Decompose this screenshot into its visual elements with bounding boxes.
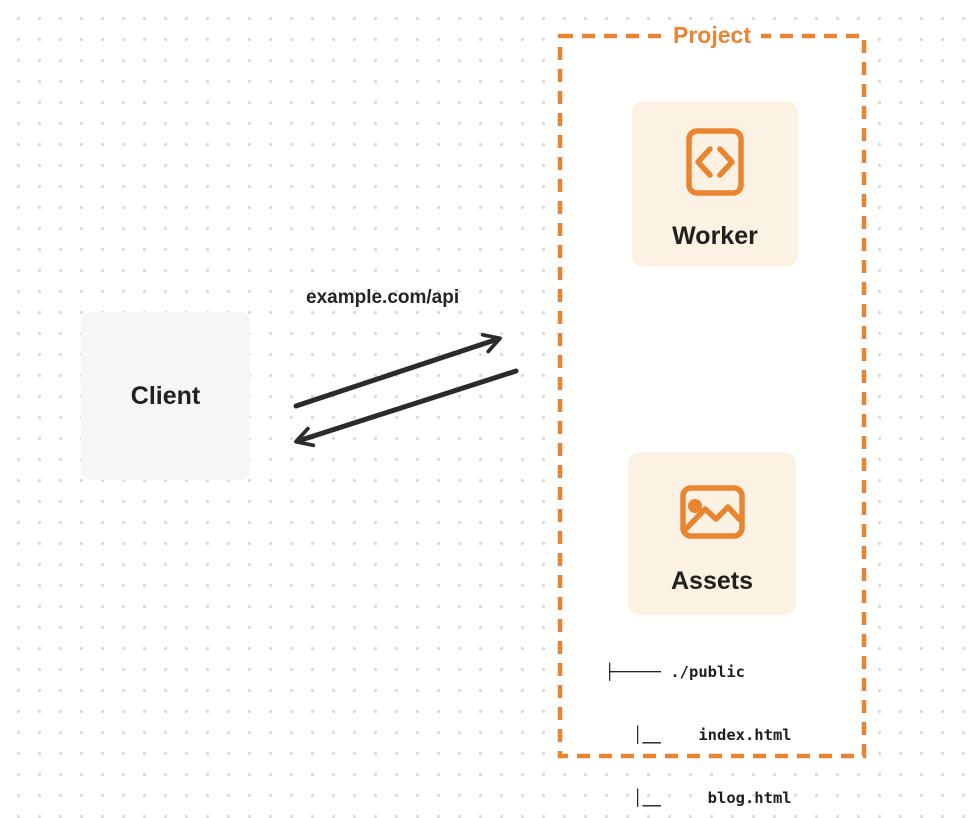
code-document-icon <box>686 128 744 196</box>
request-arrow <box>293 332 502 409</box>
worker-label: Worker <box>672 222 758 250</box>
client-label: Client <box>130 381 201 410</box>
response-arrow <box>294 368 519 448</box>
worker-node: Worker <box>632 101 798 267</box>
project-dashed-border <box>557 33 867 759</box>
file-tree-line-blog: │__ blog.html <box>605 789 792 807</box>
route-label: example.com/api <box>306 287 460 308</box>
project-container: Project Worker Assets ├───── ./public │_… <box>556 20 868 807</box>
file-tree: ├───── ./public │__ index.html │__ blog.… <box>605 620 792 818</box>
assets-label: Assets <box>671 567 753 595</box>
project-title: Project <box>663 20 761 50</box>
assets-node: Assets <box>628 452 796 615</box>
file-tree-line-public: ├───── ./public <box>605 663 745 681</box>
client-node: Client <box>81 312 250 480</box>
image-icon <box>679 485 745 539</box>
file-tree-line-index: │__ index.html <box>605 726 792 744</box>
